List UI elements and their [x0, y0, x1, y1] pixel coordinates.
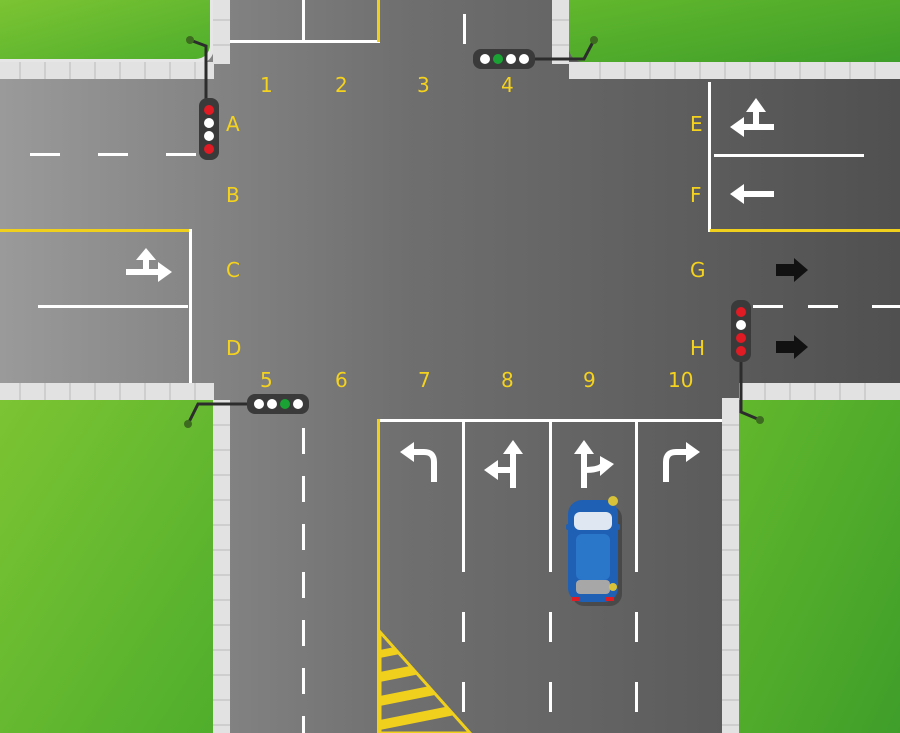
grass-bottom-right — [722, 383, 900, 733]
lane-label: F — [690, 183, 702, 207]
straight-or-right-arrow-icon — [126, 248, 172, 282]
traffic-light-north — [473, 36, 598, 69]
signal-lamp — [204, 105, 214, 115]
signal-lamp — [280, 399, 290, 409]
lane-label: 9 — [583, 368, 596, 392]
lane-labels-top: 1 2 3 4 — [260, 73, 514, 97]
straight-arrow-icon — [730, 184, 774, 204]
lane-label: 2 — [335, 73, 348, 97]
lane-label: E — [690, 112, 703, 136]
lane-label: 10 — [668, 368, 693, 392]
car-icon — [566, 496, 622, 606]
signal-lamp — [736, 320, 746, 330]
lane-labels-right: E F G H — [690, 112, 706, 360]
signal-lamp — [736, 333, 746, 343]
signal-lamp — [519, 54, 529, 64]
lane-label: 1 — [260, 73, 273, 97]
lane-label: 6 — [335, 368, 348, 392]
straight-or-left-arrow-icon — [730, 98, 774, 137]
lane-label: H — [690, 336, 705, 360]
signal-lamp — [736, 307, 746, 317]
west-road-markings — [0, 153, 196, 383]
lane-labels-bottom: 5 6 7 8 9 10 — [260, 368, 693, 392]
signal-lamp — [480, 54, 490, 64]
traffic-light-east — [731, 300, 764, 424]
signal-lamp — [293, 399, 303, 409]
signal-lamp — [204, 144, 214, 154]
lane-label: 5 — [260, 368, 273, 392]
grass-bottom-left — [0, 383, 230, 733]
lane-label: 4 — [501, 73, 514, 97]
lane-label: C — [226, 258, 240, 282]
lane-label: 3 — [417, 73, 430, 97]
curb-tiles — [19, 19, 876, 726]
grass-top-right — [552, 0, 900, 79]
signal-lamp — [204, 118, 214, 128]
turn-left-arrow-icon — [400, 442, 437, 482]
grass-top-left — [0, 0, 230, 79]
lane-label: B — [226, 183, 240, 207]
south-road-markings — [302, 419, 722, 733]
lane-label: A — [226, 112, 240, 136]
signal-lamp — [254, 399, 264, 409]
lane-label: 7 — [418, 368, 431, 392]
signal-lamp — [736, 346, 746, 356]
straight-or-right-arrow-icon — [574, 440, 614, 488]
north-road-markings — [230, 0, 466, 44]
lane-labels-left: A B C D — [226, 112, 241, 360]
turn-right-arrow-icon — [663, 442, 700, 482]
traffic-light-west — [186, 36, 219, 160]
direction-arrow-icon — [776, 258, 808, 282]
direction-arrow-icon — [776, 335, 808, 359]
signal-lamp — [506, 54, 516, 64]
lane-label: 8 — [501, 368, 514, 392]
lane-label: G — [690, 258, 706, 282]
signal-lamp — [267, 399, 277, 409]
traffic-light-south — [184, 394, 309, 428]
east-road-markings — [708, 82, 900, 308]
straight-or-left-arrow-icon — [484, 440, 523, 488]
signal-lamp — [204, 131, 214, 141]
lane-label: D — [226, 336, 241, 360]
signal-lamp — [493, 54, 503, 64]
